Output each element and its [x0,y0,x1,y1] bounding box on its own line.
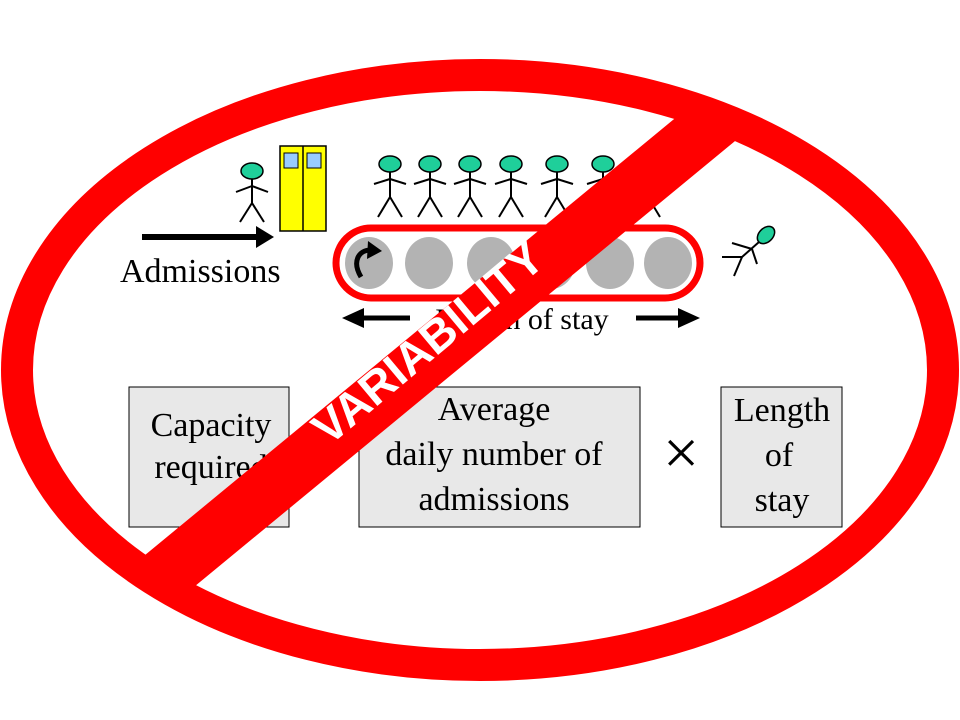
length-of-stay-box: Length of stay [720,386,843,528]
length-of-stay-arrow [342,308,700,328]
admissions-label: Admissions [120,253,281,290]
prohibition-slash [139,96,746,596]
incoming-person-icon [235,162,269,223]
bed-slot-icon [644,237,692,289]
waiting-people [373,155,661,218]
average-line: admissions [418,481,569,518]
bed-slot-icon [405,237,453,289]
person-icon [413,155,447,218]
person-icon [373,155,407,218]
discharged-person-icon [722,225,776,277]
length-line: of [765,437,794,474]
average-line: daily number of [385,436,603,473]
bed-slot-icon [345,237,393,289]
person-icon [494,155,528,218]
capacity-line: Capacity [151,407,272,444]
hospital-door-icon [279,145,327,232]
rotate-arrow-icon [354,241,382,279]
person-icon [453,155,487,218]
admissions-arrow [142,226,274,248]
times-sign: × [663,417,699,488]
length-line: stay [755,482,810,519]
average-line: Average [438,391,551,428]
length-line: Length [734,392,830,429]
person-icon [540,155,574,218]
